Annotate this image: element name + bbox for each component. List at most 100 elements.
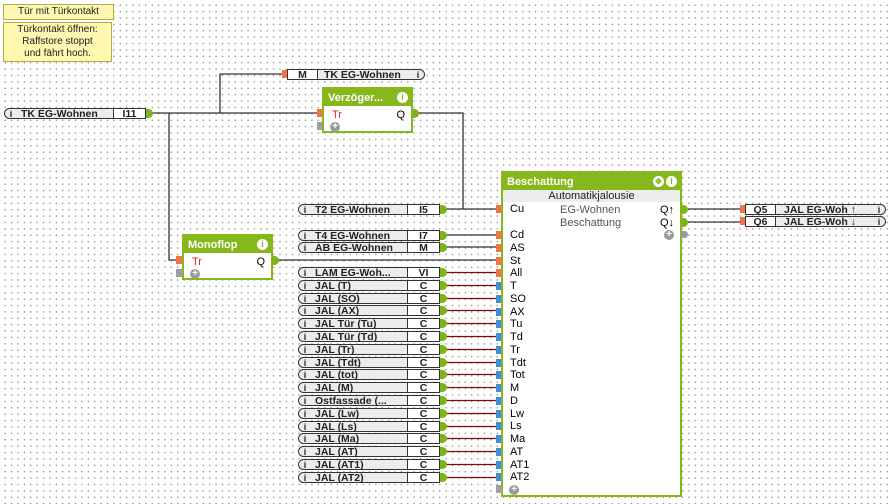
shading-input-port-tot[interactable] [496, 371, 502, 379]
info-icon[interactable]: i [303, 204, 307, 215]
info-icon[interactable]: i [303, 408, 307, 419]
input-connector-t2[interactable]: i T2 EG-Wohnen I5 [298, 204, 440, 216]
info-icon[interactable]: i [303, 280, 307, 291]
info-icon[interactable]: i [397, 92, 408, 103]
output-pin[interactable] [440, 434, 447, 443]
add-input-icon[interactable]: + [190, 269, 200, 279]
marker-input-port[interactable] [282, 70, 288, 78]
shading-input-port-lw[interactable] [496, 410, 502, 418]
info-icon[interactable]: i [303, 293, 307, 304]
output-pin[interactable] [440, 447, 447, 456]
shading-input-port-so[interactable] [496, 295, 502, 303]
info-icon[interactable]: i [303, 331, 307, 342]
shading-input-port-m[interactable] [496, 384, 502, 392]
delay-block[interactable]: Verzöger... i Tr Q + [322, 87, 413, 133]
shading-input-port-ax[interactable] [496, 308, 502, 316]
info-icon[interactable]: i [303, 382, 307, 393]
shading-input-port-td[interactable] [496, 333, 502, 341]
output-pin[interactable] [440, 294, 447, 303]
add-output-icon[interactable]: + [664, 230, 674, 240]
shading-input-port-cd[interactable] [496, 231, 502, 239]
info-icon[interactable]: i [303, 242, 307, 253]
output-pin[interactable] [440, 268, 447, 277]
block-header[interactable]: Beschattung ✥ i [503, 173, 680, 190]
shading-input-port-tr[interactable] [496, 346, 502, 354]
output-pin[interactable] [440, 422, 447, 431]
output-pin[interactable] [440, 370, 447, 379]
shading-input-port-at2[interactable] [496, 473, 502, 481]
info-icon[interactable]: i [303, 230, 307, 241]
info-icon[interactable]: i [877, 216, 881, 227]
monoflop-input-port[interactable] [176, 256, 182, 264]
shading-input-port-cu[interactable] [496, 205, 502, 213]
shading-input-port-st[interactable] [496, 257, 502, 265]
output-pin[interactable] [146, 109, 153, 118]
output-pin[interactable] [440, 205, 447, 214]
info-icon[interactable]: i [303, 344, 307, 355]
info-icon[interactable]: i [303, 446, 307, 457]
output-pin[interactable] [440, 243, 447, 252]
output-pin[interactable] [440, 358, 447, 367]
info-icon[interactable]: i [303, 459, 307, 470]
output-connector-port[interactable] [740, 205, 746, 213]
info-icon[interactable]: i [303, 267, 307, 278]
input-connector-tk[interactable]: i TK EG-Wohnen I11 [4, 108, 146, 120]
add-input-icon[interactable]: + [330, 122, 340, 132]
monoflop-add-port[interactable] [176, 269, 182, 277]
move-icon[interactable]: ✥ [653, 176, 664, 187]
shading-output-up-pin[interactable] [681, 205, 688, 214]
shading-input-port-at1[interactable] [496, 461, 502, 469]
shading-input-port-d[interactable] [496, 397, 502, 405]
output-pin[interactable] [440, 396, 447, 405]
shading-input-port-ma[interactable] [496, 435, 502, 443]
output-pin[interactable] [440, 460, 447, 469]
info-icon[interactable]: i [303, 472, 307, 483]
output-pin[interactable] [440, 332, 447, 341]
output-pin[interactable] [440, 409, 447, 418]
info-icon[interactable]: i [303, 395, 307, 406]
output-connector-port[interactable] [740, 217, 746, 225]
info-icon[interactable]: i [666, 176, 677, 187]
output-pin[interactable] [440, 383, 447, 392]
description-note[interactable]: Türkontakt öffnen: Raffstore stoppt und … [3, 22, 112, 62]
output-pin[interactable] [440, 281, 447, 290]
shading-input-port-t[interactable] [496, 282, 502, 290]
info-icon[interactable]: i [303, 421, 307, 432]
info-icon[interactable]: i [9, 108, 13, 119]
shading-input-port-tdt[interactable] [496, 359, 502, 367]
marker-connector-tk[interactable]: M TK EG-Wohnen i [287, 69, 425, 81]
shading-input-port-ls[interactable] [496, 422, 502, 430]
block-header[interactable]: Monoflop i [184, 236, 271, 253]
info-icon[interactable]: i [303, 357, 307, 368]
info-icon[interactable]: i [303, 305, 307, 316]
output-pin[interactable] [440, 345, 447, 354]
shading-block[interactable]: Beschattung ✥ i Automatikjalousie EG-Woh… [501, 171, 682, 497]
info-icon[interactable]: i [416, 69, 420, 80]
output-pin[interactable] [440, 306, 447, 315]
title-note[interactable]: Tür mit Türkontakt [3, 4, 114, 20]
shading-add-output-pin[interactable] [681, 231, 688, 238]
delay-add-port[interactable] [317, 122, 323, 130]
delay-output-pin[interactable] [412, 109, 419, 118]
info-icon[interactable]: i [877, 204, 881, 215]
shading-input-port-as[interactable] [496, 244, 502, 252]
output-pin[interactable] [440, 319, 447, 328]
delay-input-port[interactable] [317, 109, 323, 117]
shading-output-down-pin[interactable] [681, 218, 688, 227]
